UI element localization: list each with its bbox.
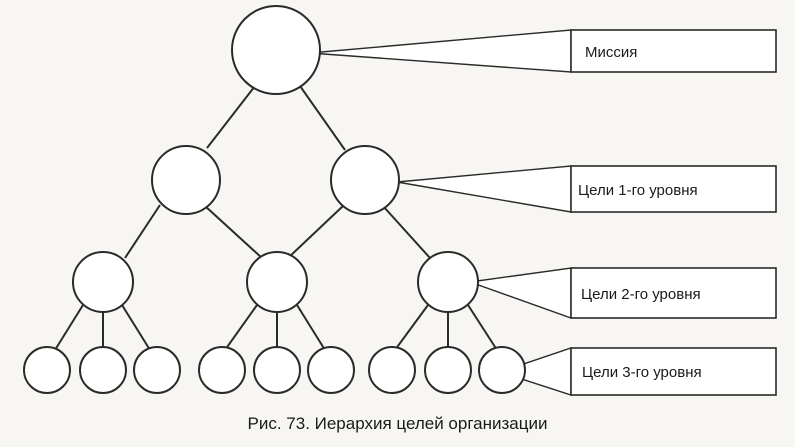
- node-level3-8: [424, 346, 472, 394]
- label-box-level2: [570, 267, 777, 319]
- label-box-mission: [570, 29, 777, 73]
- edge-mission-l1-right: [299, 85, 346, 151]
- node-level3-3: [133, 346, 181, 394]
- label-box-level1: [570, 165, 777, 213]
- node-level3-4: [198, 346, 246, 394]
- goal-hierarchy-diagram: Миссия Цели 1-го уровня Цели 2-го уровня…: [23, 5, 777, 396]
- leader-level2: [469, 267, 572, 319]
- node-level2-3: [417, 251, 479, 313]
- node-mission: [231, 5, 321, 95]
- edge-l2b-l3-6: [296, 304, 326, 351]
- label-level2: Цели 2-го уровня: [581, 286, 701, 303]
- label-mission: Миссия: [585, 44, 637, 61]
- edge-l2c-l3-9: [467, 304, 498, 351]
- edge-l2a-l3-1: [54, 304, 84, 351]
- node-level3-2: [79, 346, 127, 394]
- node-level3-7: [368, 346, 416, 394]
- label-box-level3: [570, 347, 777, 396]
- level-labels: Миссия Цели 1-го уровня Цели 2-го уровня…: [570, 29, 777, 396]
- edge-l1a-l2a: [124, 204, 161, 259]
- node-level2-1: [72, 251, 134, 313]
- label-level1: Цели 1-го уровня: [578, 182, 698, 199]
- edge-l1b-l2b: [287, 205, 344, 259]
- label-level3: Цели 3-го уровня: [582, 364, 702, 381]
- node-level3-5: [253, 346, 301, 394]
- edge-l2c-l3-7: [394, 304, 429, 351]
- node-level1-2: [330, 145, 400, 215]
- node-level3-9: [478, 346, 526, 394]
- figure-caption: Рис. 73. Иерархия целей организации: [247, 414, 548, 433]
- node-level3-1: [23, 346, 71, 394]
- edge-mission-l1-left: [206, 85, 256, 149]
- edge-l1b-l2c: [382, 205, 431, 259]
- leader-level1: [396, 165, 572, 213]
- callout-leaders: [309, 29, 572, 396]
- edge-l2a-l3-3: [121, 304, 151, 351]
- edge-l1a-l2b: [204, 205, 263, 259]
- node-level1-1: [151, 145, 221, 215]
- leader-mission: [309, 29, 572, 73]
- node-level3-6: [307, 346, 355, 394]
- node-level2-2: [246, 251, 308, 313]
- tree-nodes: [23, 5, 526, 394]
- tree-edges: [54, 85, 498, 351]
- edge-l2b-l3-4: [224, 304, 258, 351]
